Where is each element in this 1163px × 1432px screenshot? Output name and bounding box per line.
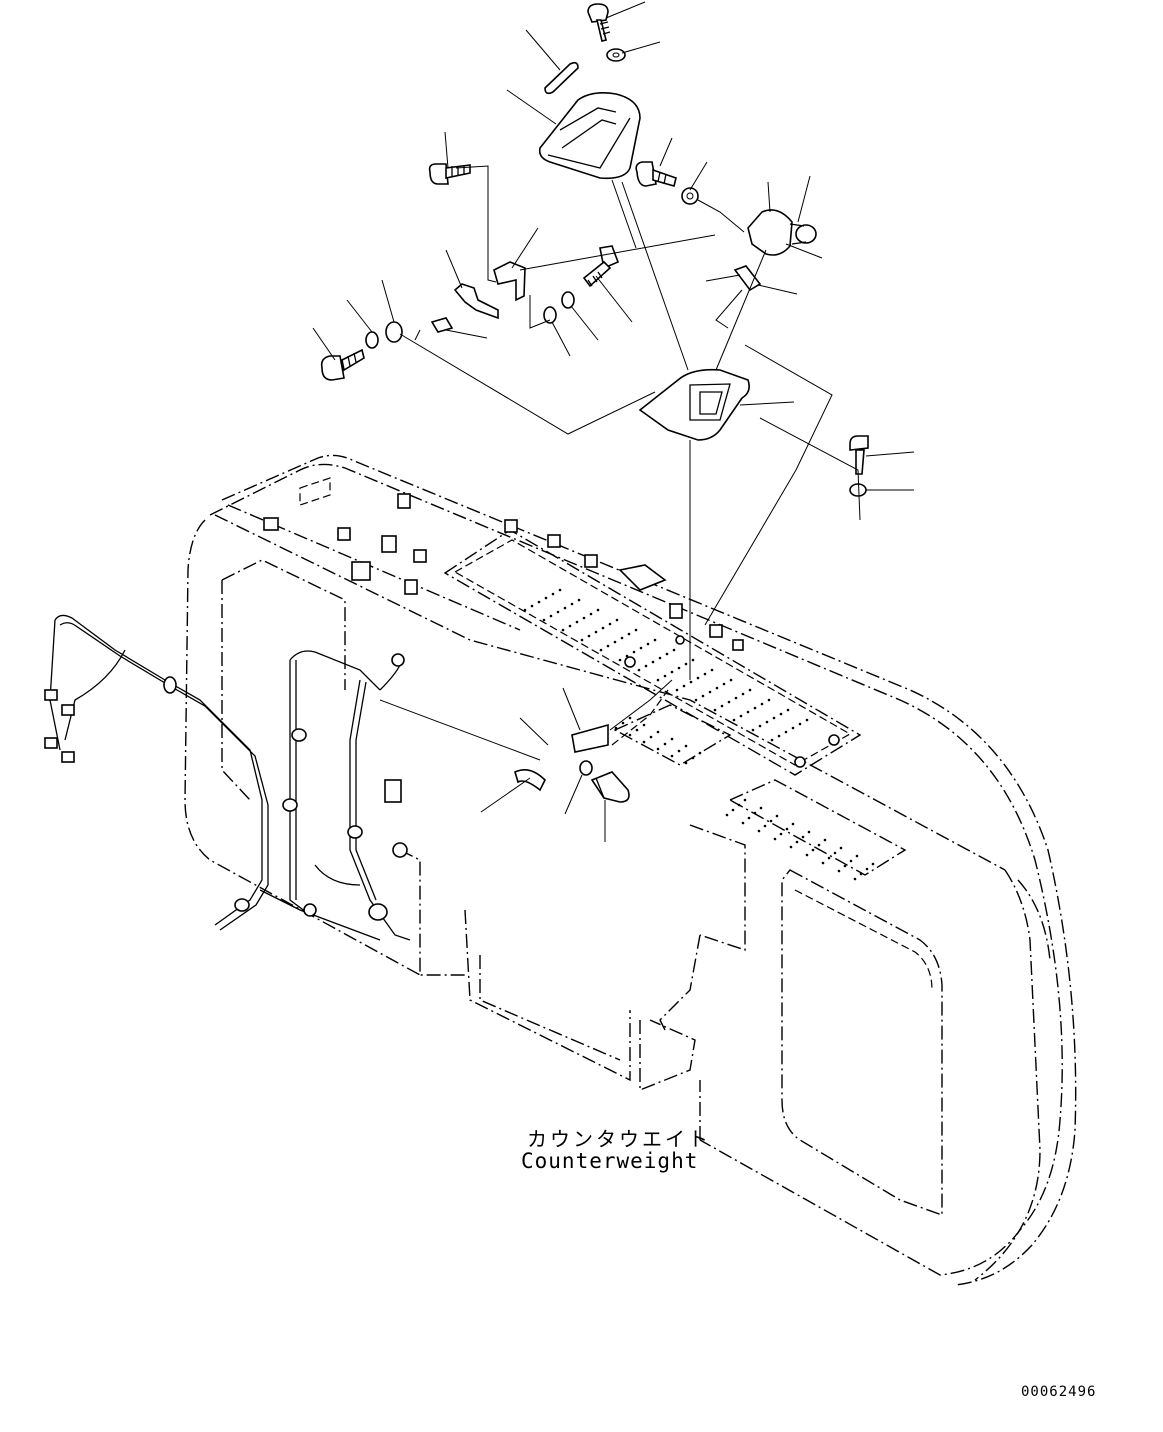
lamp-cover — [538, 92, 641, 180]
harness-plug — [514, 769, 546, 792]
counterweight-outline — [184, 454, 1077, 1286]
harness — [44, 614, 411, 941]
bolt-left — [320, 348, 365, 381]
counterweight-label-jp: カウンタウエイト — [527, 1127, 711, 1151]
washer-b — [561, 291, 575, 309]
leader-lines — [312, 1, 915, 842]
bolt-left-upper — [428, 163, 471, 185]
washer-a — [543, 306, 557, 324]
bolt-top — [587, 3, 611, 42]
plate-perforations — [523, 588, 875, 881]
counterweight-label-en: Counterweight — [521, 1149, 699, 1173]
deck-fittings — [263, 493, 840, 768]
socket — [747, 209, 817, 256]
grommet — [385, 321, 403, 343]
bolt-lower — [590, 771, 630, 803]
lamp-base — [638, 368, 750, 441]
washer-right — [849, 483, 867, 497]
washer-top — [606, 48, 626, 62]
lens — [544, 61, 579, 95]
clamp — [453, 283, 499, 320]
washer-left — [365, 331, 379, 349]
bolt-right — [849, 435, 869, 475]
washer-middle — [681, 187, 699, 205]
bolt-center — [582, 245, 620, 288]
bolt-middle — [635, 161, 677, 187]
drawing-number: 00062496 — [1021, 1384, 1097, 1400]
bracket-small — [493, 261, 526, 302]
exploded-parts — [320, 3, 869, 803]
washer-lower — [579, 760, 593, 776]
clip — [571, 723, 609, 753]
pad — [430, 317, 454, 333]
bulb — [733, 265, 762, 292]
